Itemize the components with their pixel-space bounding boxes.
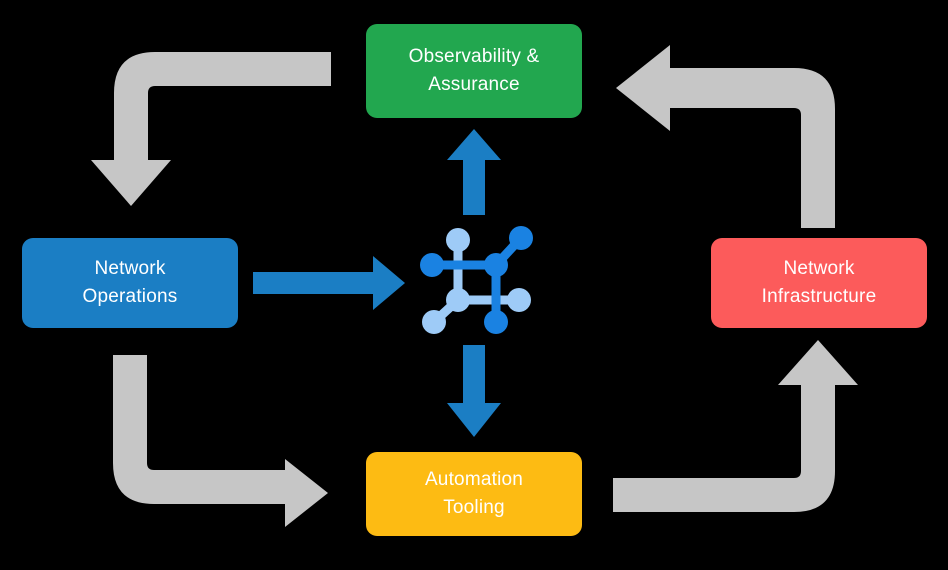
arrow-automation-to-infrastructure [613, 340, 858, 512]
arrow-operations-to-center [253, 256, 405, 310]
arrow-operations-to-automation [113, 355, 328, 527]
box-network-infrastructure-label: Network Infrastructure [761, 258, 877, 307]
box-observability-assurance-label: Observability & Assurance [408, 46, 540, 95]
network-icon-nodes [420, 226, 533, 334]
arrow-infrastructure-to-observability [616, 45, 835, 228]
arrow-observability-to-operations [91, 52, 331, 206]
box-automation-tooling[interactable]: Automation Tooling [366, 452, 582, 536]
box-network-operations[interactable]: Network Operations [22, 238, 238, 328]
arrow-center-to-observability [447, 129, 501, 215]
box-automation-tooling-label: Automation Tooling [424, 469, 524, 518]
arrow-center-to-automation [447, 345, 501, 437]
box-network-infrastructure[interactable]: Network Infrastructure [711, 238, 927, 328]
box-observability-assurance[interactable]: Observability & Assurance [366, 24, 582, 118]
box-network-operations-label: Network Operations [82, 258, 178, 307]
